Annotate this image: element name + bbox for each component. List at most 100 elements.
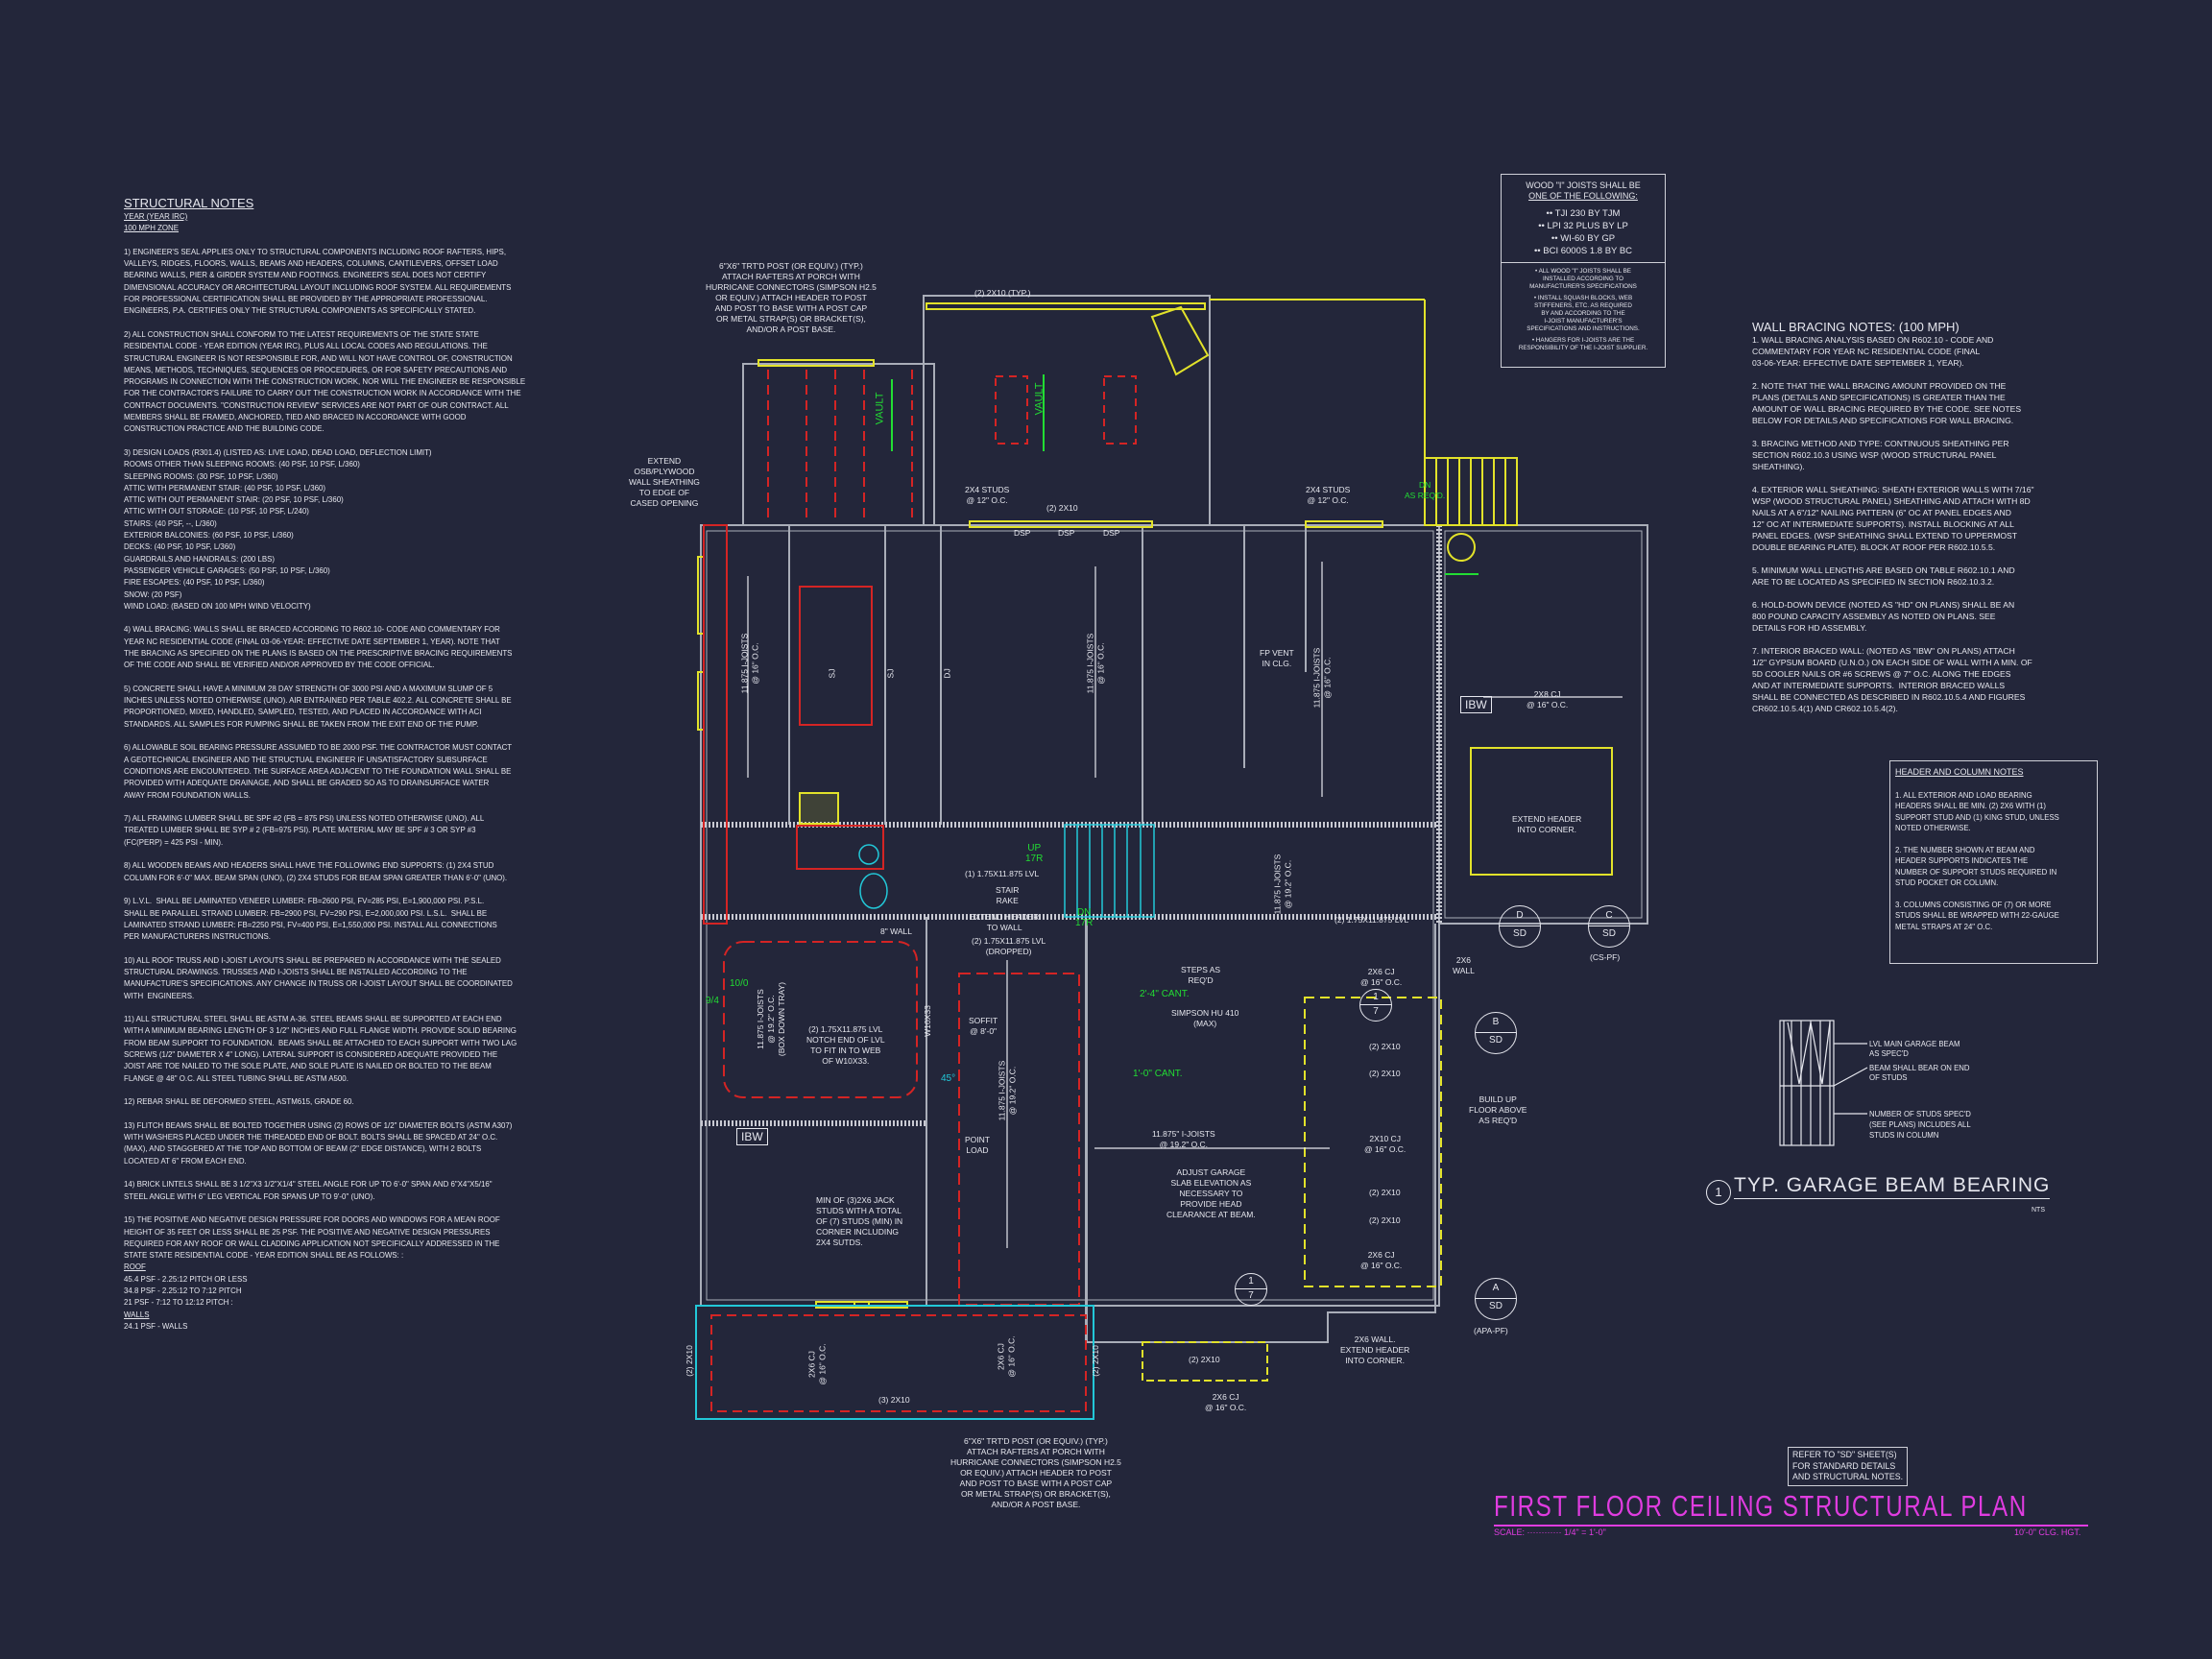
kitchen-cabinets <box>703 524 728 925</box>
bracing-note-6: 6. HOLD-DOWN DEVICE (NOTED AS "HD" ON PL… <box>1752 600 2015 633</box>
section-b-top: B <box>1492 1017 1500 1027</box>
detail-number-bubble: 1 <box>1706 1180 1731 1205</box>
section-b-bottom: SD <box>1489 1035 1503 1046</box>
i-joist-bullet-1: • ALL WOOD "I" JOISTS SHALL BE INSTALLED… <box>1529 268 1637 290</box>
bracing-note-5: 5. MINIMUM WALL LENGTHS ARE BASED ON TAB… <box>1752 565 2015 587</box>
wall-bracing-notes: WALL BRACING NOTES: (100 MPH) 1. WALL BR… <box>1752 320 2034 714</box>
cj-2x10-label: 2x10 CJ @ 16" O.C. <box>1364 1134 1407 1154</box>
detail-ref-bottom: 7 <box>1373 1006 1379 1017</box>
door-size-10-0: 10/0 <box>730 978 749 989</box>
section-c-bottom: SD <box>1602 928 1616 939</box>
dsp-label-3: DSP <box>1103 528 1120 538</box>
section-d-bottom: SD <box>1513 928 1527 939</box>
ijoists-16-label-3: 11.875 I-JOISTS @ 16" O.C. <box>1311 647 1333 709</box>
note-3: 3) DESIGN LOADS (R301.4) (LISTED AS: LIV… <box>124 447 432 611</box>
note-14: 14) BRICK LINTELS SHALL BE 3 1/2"x3 1/2"… <box>124 1180 493 1201</box>
drawing-title: FIRST FLOOR CEILING STRUCTURAL PLAN <box>1494 1489 2028 1523</box>
cj-2x6-label-top: 2x6 CJ @ 16" O.C. <box>1360 967 1403 987</box>
garage-appliance-box <box>1470 747 1613 876</box>
beam-bearing-column <box>1779 1020 1835 1146</box>
porch-header-left: (2) 2x10 <box>684 1345 694 1377</box>
note-15: 15) THE POSITIVE AND NEGATIVE DESIGN PRE… <box>124 1215 500 1261</box>
bracing-note-3: 3. BRACING METHOD AND TYPE: CONTINUOUS S… <box>1752 439 2009 471</box>
dj-label: DJ <box>942 668 952 679</box>
detail-ref-top: 1 <box>1373 992 1379 1002</box>
roof-heading: ROOF <box>124 1262 146 1272</box>
simpson-hanger-label: SIMPSON HU 410 (MAX) <box>1171 1008 1239 1028</box>
ijoists-garage-label: 11.875" I-JOISTS @ 19.2" O.C. <box>1152 1129 1215 1149</box>
headers-and-windows <box>697 302 1613 1382</box>
walls-heading: WALLS <box>124 1310 150 1319</box>
header-2x10-g3: (2) 2x10 <box>1369 1188 1401 1197</box>
section-d-sd: D SD <box>1499 905 1541 948</box>
note-11: 11) ALL STRUCTURAL STEEL SHALL BE ASTM A… <box>124 1015 517 1083</box>
garage-bay-wall <box>1438 524 1648 925</box>
detail-scale: NTS <box>2032 1207 2045 1214</box>
i-joist-bullet-2: • INSTALL SQUASH BLOCKS, WEB STIFFENERS,… <box>1527 295 1640 332</box>
detail-label-bearing: BEAM SHALL BEAR ON END OF STUDS <box>1869 1064 1970 1082</box>
point-load-label: POINT LOAD <box>965 1135 990 1155</box>
header-2x10-g4: (2) 2x10 <box>1369 1215 1401 1225</box>
sj-label-2: SJ <box>885 668 896 679</box>
ijoists-192-label-hall: 11.875 I-JOISTS @ 19.2" O.C. <box>1272 854 1293 915</box>
note-8: 8) ALL WOODEN BEAMS AND HEADERS SHALL HA… <box>124 861 508 882</box>
lvl-notch-label: (2) 1.75x11.875 LVL NOTCH END OF LVL TO … <box>806 1024 885 1066</box>
sj-label-1: SJ <box>827 668 837 679</box>
header-2x10-g2: (2) 2x10 <box>1369 1069 1401 1078</box>
note-2: 2) ALL CONSTRUCTION SHALL CONFORM TO THE… <box>124 329 526 434</box>
ijoists-tray-label: 11.875 I-JOISTS @ 19.2" O.C. (BOX DOWN T… <box>756 981 787 1057</box>
angle-label: 45° <box>941 1073 956 1084</box>
dsp-label-1: DSP <box>1014 528 1031 538</box>
i-joist-options: •• TJI 230 BY TJM •• LPI 32 PLUS BY LP •… <box>1533 208 1633 256</box>
detail-ref-bottom-2: 7 <box>1248 1290 1254 1301</box>
ijoists-16-label-2: 11.875 I-JOISTS @ 16" O.C. <box>1085 633 1106 694</box>
steps-label: STEPS AS REQ'D <box>1181 965 1221 985</box>
ijoists-192-label-foyer: 11.875 I-JOISTS @ 19.2" O.C. <box>997 1060 1018 1121</box>
refer-sd-box: REFER TO "SD" SHEET(S) FOR STANDARD DETA… <box>1788 1447 1909 1486</box>
porch-cj-label-2: 2x6 CJ @ 16" O.C. <box>996 1335 1017 1378</box>
dn-as-reqd-label: DN AS REQ'D. <box>1405 480 1446 500</box>
vault-label-2: VAULT <box>1033 382 1046 416</box>
header-2x10-garage-door: (2) 2x10 <box>1189 1355 1220 1364</box>
section-a-bottom: SD <box>1489 1301 1503 1311</box>
i-joist-box: WOOD "I" JOISTS SHALL BE ONE OF THE FOLL… <box>1501 174 1666 368</box>
section-d-top: D <box>1516 910 1524 921</box>
header-2x10-label: (2) 2x10 <box>1046 503 1078 513</box>
ceiling-height: 10'-0" CLG. HGT. <box>2014 1527 2081 1537</box>
detail-ref-top-2: 1 <box>1248 1276 1254 1286</box>
bracing-note-2: 2. NOTE THAT THE WALL BRACING AMOUNT PRO… <box>1752 381 2022 425</box>
red-elements <box>703 370 1137 1412</box>
porch-outline <box>710 1314 1087 1412</box>
lvl-dropped-label: (2) 1.75x11.875 LVL (DROPPED) <box>972 936 1046 956</box>
header-notes-title: HEADER AND COLUMN NOTES <box>1895 767 2024 777</box>
stair-dn-label: DN 17R <box>1075 907 1094 928</box>
build-up-floor-label: BUILD UP FLOOR ABOVE AS REQ'D <box>1469 1094 1527 1125</box>
cj-2x8-label: 2x8 CJ @ 16" O.C. <box>1527 689 1569 709</box>
note-6: 6) ALLOWABLE SOIL BEARING PRESSURE ASSUM… <box>124 743 513 800</box>
drawing-scale: SCALE: ············ 1/4" = 1'-0" <box>1494 1527 1606 1537</box>
detail-title: TYP. GARAGE BEAM BEARING <box>1734 1173 2051 1200</box>
studs-12-label-right: 2x4 STUDS @ 12" O.C. <box>1306 485 1351 505</box>
detail-label-studs: NUMBER OF STUDS SPEC'D (SEE PLANS) INCLU… <box>1869 1110 1971 1140</box>
dsp-label-2: DSP <box>1058 528 1075 538</box>
porch-cj-label-1: 2x6 CJ @ 16" O.C. <box>806 1343 828 1385</box>
header-typ-label: (2) 2x10 (TYP.) <box>974 288 1031 298</box>
note-5: 5) CONCRETE SHALL HAVE A MINIMUM 28 DAY … <box>124 684 512 729</box>
vault-room-wall <box>923 295 1211 525</box>
porch-header-3-2x10: (3) 2x10 <box>878 1395 910 1405</box>
w10x33-label: W10X33 <box>922 1005 932 1037</box>
section-c-top: C <box>1605 910 1613 921</box>
structural-notes-wind-zone: 100 mph ZONE <box>124 224 180 233</box>
section-b-sd: B SD <box>1475 1012 1517 1054</box>
structural-notes-code-year: YEAR (YEAR IRC) <box>124 212 188 221</box>
ibw-tag-left: IBW <box>736 1128 768 1145</box>
front-room-wall <box>742 363 935 526</box>
stair-rake-label: STAIR RAKE <box>996 885 1020 905</box>
cj-2x6-label-garage-front: 2x6 CJ @ 16" O.C. <box>1205 1392 1247 1412</box>
tray-ceiling <box>723 941 918 1098</box>
porch-edge <box>695 1305 1094 1420</box>
soffit-label: SOFFIT @ 8'-0" <box>969 1016 998 1036</box>
